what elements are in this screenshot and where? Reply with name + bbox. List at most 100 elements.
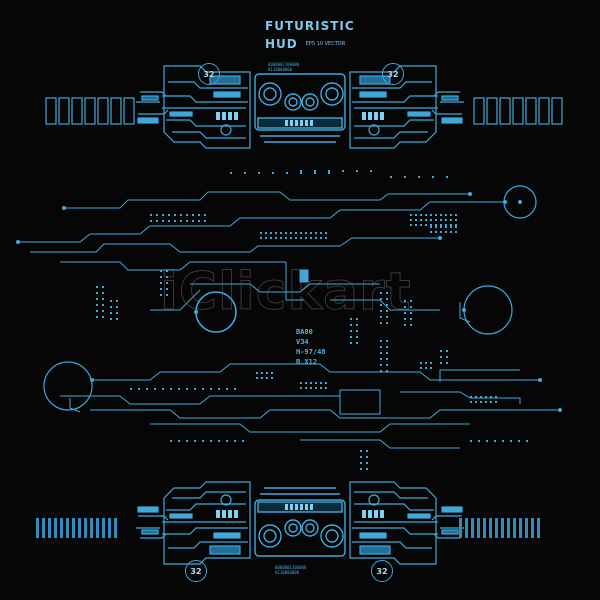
dot bbox=[234, 388, 236, 390]
dot bbox=[342, 170, 344, 172]
dot bbox=[390, 176, 392, 178]
dot bbox=[290, 237, 292, 239]
dot bbox=[138, 388, 140, 390]
dot bbox=[178, 440, 180, 442]
dot bbox=[450, 214, 452, 216]
dot bbox=[256, 372, 258, 374]
dot bbox=[440, 224, 442, 226]
dot bbox=[366, 462, 368, 464]
dot bbox=[266, 372, 268, 374]
dot bbox=[146, 388, 148, 390]
dot bbox=[380, 364, 382, 366]
dot bbox=[440, 226, 442, 228]
dot bbox=[295, 232, 297, 234]
dot bbox=[102, 286, 104, 288]
dot bbox=[486, 440, 488, 442]
readout-line: BA80 bbox=[296, 328, 313, 336]
dot bbox=[130, 388, 132, 390]
dot bbox=[230, 172, 232, 174]
dot bbox=[475, 401, 477, 403]
dot bbox=[445, 224, 447, 226]
dot bbox=[110, 318, 112, 320]
dot bbox=[356, 342, 358, 344]
badge-top-right: 32 bbox=[382, 63, 404, 85]
title-subtitle: EPS 10 VECTOR bbox=[305, 40, 346, 47]
dot bbox=[325, 387, 327, 389]
dot bbox=[430, 226, 432, 228]
dot bbox=[178, 388, 180, 390]
dot bbox=[425, 224, 427, 226]
dot bbox=[455, 224, 457, 226]
dot bbox=[116, 300, 118, 302]
dot bbox=[168, 220, 170, 222]
top-console bbox=[136, 66, 464, 148]
dot bbox=[420, 362, 422, 364]
dot bbox=[404, 324, 406, 326]
dot bbox=[286, 172, 288, 174]
dot bbox=[300, 237, 302, 239]
dot bbox=[485, 396, 487, 398]
dot bbox=[386, 370, 388, 372]
dot bbox=[310, 232, 312, 234]
dot bbox=[480, 401, 482, 403]
dot bbox=[526, 440, 528, 442]
dot bbox=[440, 231, 442, 233]
dot bbox=[420, 367, 422, 369]
dot bbox=[450, 226, 452, 228]
dot bbox=[356, 330, 358, 332]
dot bbox=[380, 292, 382, 294]
dot bbox=[198, 220, 200, 222]
dot bbox=[450, 219, 452, 221]
dot bbox=[446, 176, 448, 178]
dot bbox=[410, 219, 412, 221]
dot bbox=[300, 172, 302, 174]
dot bbox=[210, 440, 212, 442]
dot bbox=[446, 350, 448, 352]
dot bbox=[244, 172, 246, 174]
dot bbox=[425, 362, 427, 364]
dot bbox=[455, 231, 457, 233]
dot bbox=[242, 440, 244, 442]
dot bbox=[404, 312, 406, 314]
dot bbox=[310, 237, 312, 239]
dot bbox=[510, 440, 512, 442]
dot bbox=[275, 237, 277, 239]
dot bbox=[430, 219, 432, 221]
dot bbox=[440, 214, 442, 216]
dot bbox=[96, 310, 98, 312]
dot bbox=[305, 387, 307, 389]
dot bbox=[180, 214, 182, 216]
dot bbox=[470, 401, 472, 403]
dot bbox=[380, 346, 382, 348]
dot bbox=[386, 322, 388, 324]
dot bbox=[366, 456, 368, 458]
dot bbox=[166, 276, 168, 278]
dot bbox=[360, 450, 362, 452]
dot bbox=[162, 388, 164, 390]
dot bbox=[272, 172, 274, 174]
dot bbox=[202, 440, 204, 442]
dot bbox=[260, 237, 262, 239]
dot bbox=[204, 214, 206, 216]
bar-group-top-left bbox=[45, 97, 135, 125]
dot bbox=[350, 336, 352, 338]
dot bbox=[356, 336, 358, 338]
dot bbox=[360, 462, 362, 464]
dot bbox=[256, 377, 258, 379]
dot bbox=[404, 306, 406, 308]
dot bbox=[380, 310, 382, 312]
dot bbox=[270, 232, 272, 234]
dot bbox=[186, 214, 188, 216]
dot bbox=[96, 316, 98, 318]
dot bbox=[380, 322, 382, 324]
dot bbox=[404, 318, 406, 320]
dot bbox=[420, 224, 422, 226]
dot bbox=[490, 396, 492, 398]
dot bbox=[455, 214, 457, 216]
dot bbox=[156, 214, 158, 216]
dot bbox=[455, 226, 457, 228]
dot bbox=[180, 220, 182, 222]
dot bbox=[295, 237, 297, 239]
dot bbox=[314, 172, 316, 174]
